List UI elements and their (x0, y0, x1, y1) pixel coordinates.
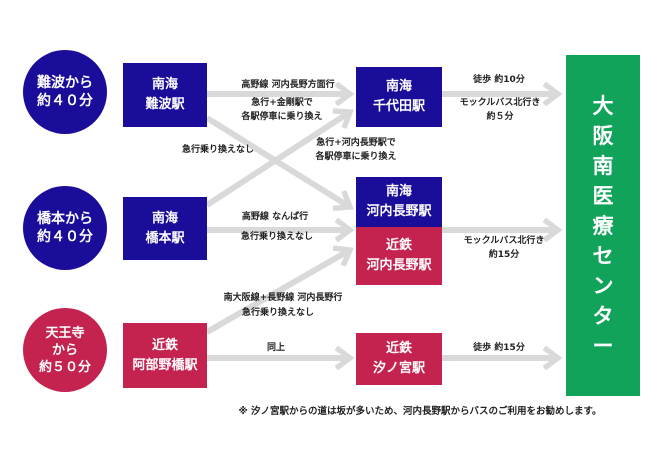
arrow-abeno-kawachinagano (205, 250, 350, 335)
station-name: 河内長野駅 (366, 204, 432, 219)
line-name: 近鉄 (385, 341, 412, 356)
station-nankai-namba: 南海難波駅 (123, 63, 207, 127)
dest-char: 大 (592, 93, 614, 118)
route-label: 南大阪線+長野線 河内長野行 (223, 293, 343, 303)
station-kintetsu-kawachinagano: 近鉄河内長野駅 (356, 227, 442, 285)
origin-namba: 難波から 約４０分 (23, 50, 107, 134)
station-nankai-kawachinagano: 南海河内長野駅 (356, 177, 442, 227)
line-name: 南海 (151, 77, 178, 92)
station-kintetsu-shionomiya: 近鉄汐ノ宮駅 (356, 333, 442, 385)
route-label: 急行乗り換えなし (240, 232, 314, 242)
arrow-namba-kawachinagano (205, 115, 350, 207)
dest-char: ン (592, 273, 614, 298)
route-label: 徒歩 約15分 (473, 343, 525, 353)
dest-char: 療 (592, 213, 614, 238)
route-label: 約15分 (488, 250, 520, 260)
dest-char: タ (592, 303, 614, 328)
route-label: 急行乗り換えなし (181, 145, 255, 155)
route-label: 高野線 なんば行 (241, 212, 309, 222)
line-name: 南海 (151, 210, 178, 226)
footnote: ※ 汐ノ宮駅からの道は坂が多いため、河内長野駅からバスのご利用をお勧めします。 (238, 406, 602, 417)
route-label: 徒歩 約10分 (473, 75, 525, 85)
dest-char: セ (592, 243, 614, 268)
dest-char: ー (592, 333, 614, 358)
origin-tennoji: 天王寺 から 約５０分 (23, 308, 107, 392)
route-label: 約５分 (486, 112, 514, 122)
arrow-hashimoto-chiyoda (205, 112, 350, 208)
route-label: 急行+河内長野駅で (316, 138, 396, 148)
line-name: 近鉄 (151, 337, 178, 353)
route-label: 各駅停車に乗り換え (315, 152, 397, 162)
route-label: 急行乗り換えなし (241, 308, 315, 318)
dest-char: 阪 (592, 123, 614, 148)
route-label: モックルバス北行き (459, 98, 541, 108)
dest-char: 医 (592, 183, 614, 208)
route-label: 高野線 河内長野方面行 (241, 80, 335, 90)
station-name: 河内長野駅 (366, 258, 432, 273)
station-name: 阿部野橋駅 (132, 357, 198, 373)
station-nankai-hashimoto: 南海橋本駅 (123, 197, 207, 260)
route-label: 同上 (266, 343, 286, 353)
route-label: モックルバス北行き (463, 236, 545, 246)
station-name: 汐ノ宮駅 (372, 361, 425, 376)
station-name: 難波駅 (145, 97, 185, 112)
destination-osaka-minami-medical-center: 大 阪 南 医 療 セ ン タ ー (566, 55, 640, 396)
dest-char: 南 (592, 153, 614, 178)
line-name: 南海 (385, 184, 412, 199)
station-name: 千代田駅 (372, 99, 425, 114)
route-label: 急行+金剛駅で (251, 98, 313, 108)
origin-hashimoto: 橋本から 約４０分 (23, 186, 107, 270)
station-nankai-chiyoda: 南海千代田駅 (356, 67, 442, 127)
line-name: 南海 (385, 79, 412, 94)
station-kintetsu-abenobashi: 近鉄阿部野橋駅 (123, 323, 207, 388)
station-name: 橋本駅 (145, 230, 185, 246)
line-name: 近鉄 (385, 238, 412, 253)
route-label: 各駅停車に乗り換え (241, 112, 323, 122)
